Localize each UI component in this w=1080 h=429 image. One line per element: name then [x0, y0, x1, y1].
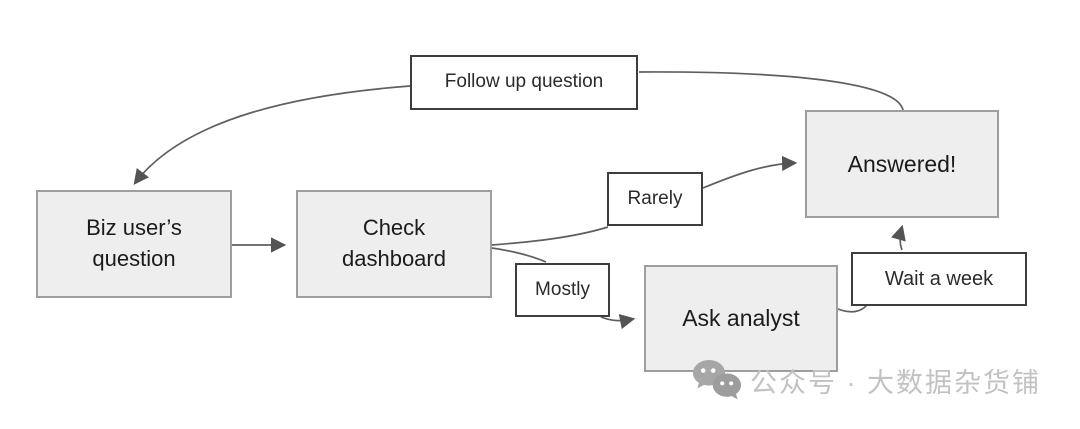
- node-answered: Answered!: [805, 110, 999, 218]
- node-ask-analyst-label: Ask analyst: [682, 305, 800, 332]
- label-follow-up-question-text: Follow up question: [444, 71, 604, 93]
- label-wait-a-week: Wait a week: [851, 252, 1027, 306]
- node-ask-analyst: Ask analyst: [644, 265, 838, 372]
- wechat-icon: [691, 358, 743, 402]
- node-biz-users-question: Biz user’s question: [36, 190, 232, 298]
- edge-ask-to-wait: [837, 304, 868, 313]
- edge-followup-to-biz: [133, 85, 411, 185]
- node-check-dashboard-label: Check dashboard: [342, 215, 446, 271]
- edge-check-to-rarely: [491, 226, 609, 246]
- watermark: 公众号 · 大数据杂货铺: [691, 358, 1041, 402]
- edge-rarely-to-answered: [702, 155, 798, 189]
- label-follow-up-question: Follow up question: [410, 55, 638, 110]
- label-rarely: Rarely: [607, 172, 703, 226]
- edge-mostly-to-ask: [600, 314, 636, 330]
- node-biz-users-question-label: Biz user’s question: [86, 215, 182, 271]
- label-mostly: Mostly: [515, 263, 610, 317]
- label-mostly-text: Mostly: [535, 278, 590, 300]
- edge-check-to-mostly: [491, 247, 547, 263]
- watermark-text: 公众号 · 大数据杂货铺: [750, 367, 1041, 398]
- node-answered-label: Answered!: [847, 150, 957, 177]
- label-rarely-text: Rarely: [627, 187, 683, 209]
- label-wait-a-week-text: Wait a week: [884, 268, 994, 290]
- edge-answered-to-followup: [638, 71, 904, 111]
- node-check-dashboard: Check dashboard: [296, 190, 492, 298]
- edge-wait-to-answered: [891, 224, 906, 251]
